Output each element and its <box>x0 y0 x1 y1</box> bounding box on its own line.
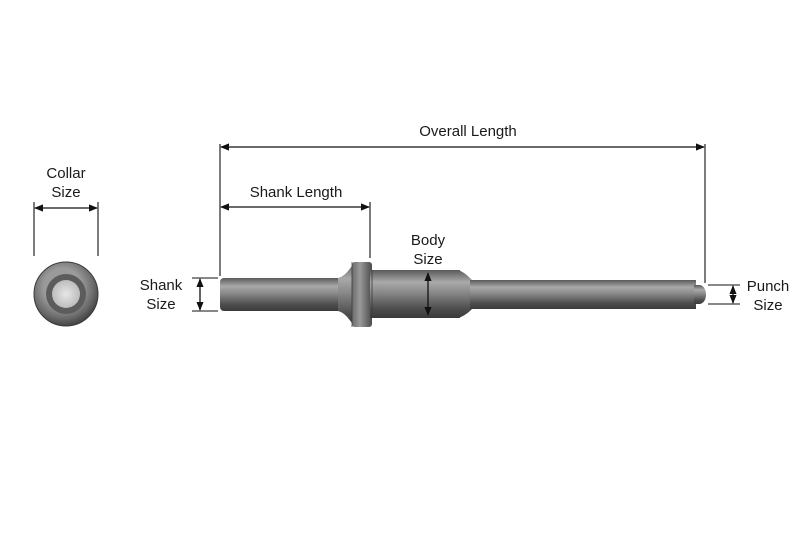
body-taper <box>458 270 472 318</box>
punch-size-label-2: Size <box>753 297 782 314</box>
collar <box>352 262 372 327</box>
collar-size-label-2: Size <box>51 184 80 201</box>
shank-length-label: Shank Length <box>250 184 343 201</box>
collar-size-label-1: Collar <box>46 165 85 182</box>
shank-length-dimension: Shank Length <box>220 184 371 258</box>
shank-size-label-1: Shank <box>140 277 183 294</box>
body-size-label-2: Size <box>413 251 442 268</box>
overall-length-label: Overall Length <box>419 123 517 140</box>
overall-length-dimension: Overall Length <box>219 123 706 283</box>
shank-flare <box>338 262 355 327</box>
punch-tip <box>694 285 706 304</box>
collar-end-view <box>33 261 99 327</box>
collar-size-dimension: Collar Size <box>33 165 99 256</box>
shank <box>220 278 342 311</box>
body-size-label-1: Body <box>411 232 446 249</box>
shank-size-dimension: Shank Size <box>140 277 218 313</box>
punch-size-label-1: Punch <box>747 278 790 295</box>
shank-size-label-2: Size <box>146 296 175 313</box>
body-size-dimension: Body Size <box>411 232 446 316</box>
collar-hole <box>52 280 80 308</box>
punch-size-dimension: Punch Size <box>708 278 789 314</box>
punch-tool <box>220 262 706 327</box>
body <box>370 270 460 318</box>
punch-shaft <box>470 280 696 309</box>
